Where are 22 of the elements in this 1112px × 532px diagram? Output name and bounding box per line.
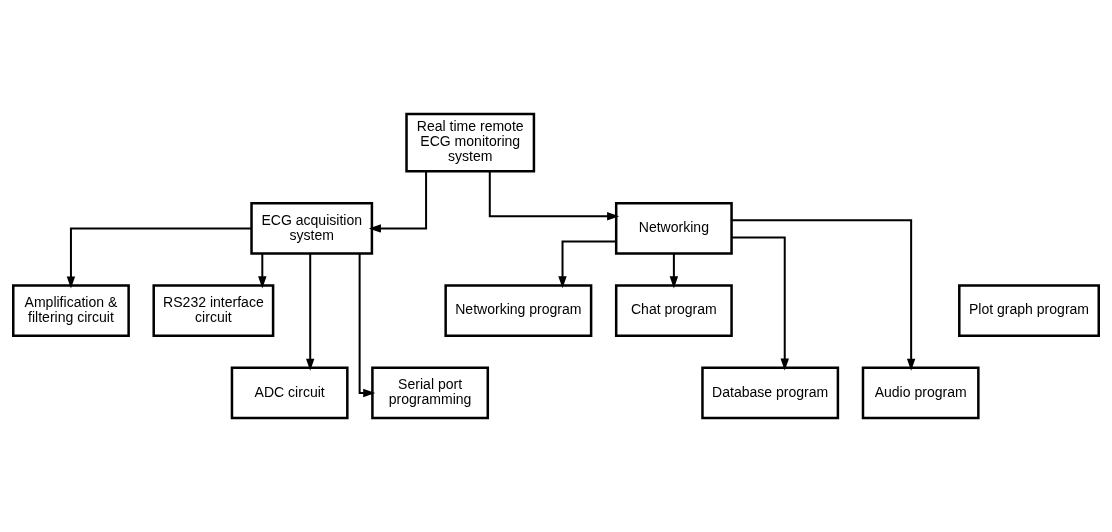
node-box: Networking program <box>444 284 593 337</box>
arrow <box>488 171 620 221</box>
arrow <box>731 219 916 371</box>
node-box: Plot graph program <box>958 284 1100 337</box>
arrow <box>258 253 267 289</box>
node-box: Real time remote ECG monitoring system <box>405 112 536 173</box>
arrow <box>368 171 428 233</box>
arrow <box>306 253 315 371</box>
node-box: Serial port programming <box>371 366 490 420</box>
arrow <box>66 227 252 289</box>
node-box: Database program <box>701 366 840 420</box>
node-box: Amplification & filtering circuit <box>12 284 130 337</box>
arrow <box>558 240 616 289</box>
arrow <box>669 253 679 289</box>
node-box: Networking <box>614 202 733 255</box>
arrow <box>731 236 789 371</box>
node-box: Audio program <box>861 366 980 420</box>
node-box: RS232 interface circuit <box>152 284 275 337</box>
arrow <box>358 253 376 398</box>
node-box: Chat program <box>614 284 733 337</box>
node-box: ECG acquisition system <box>250 202 374 255</box>
node-box: ADC circuit <box>230 366 349 420</box>
